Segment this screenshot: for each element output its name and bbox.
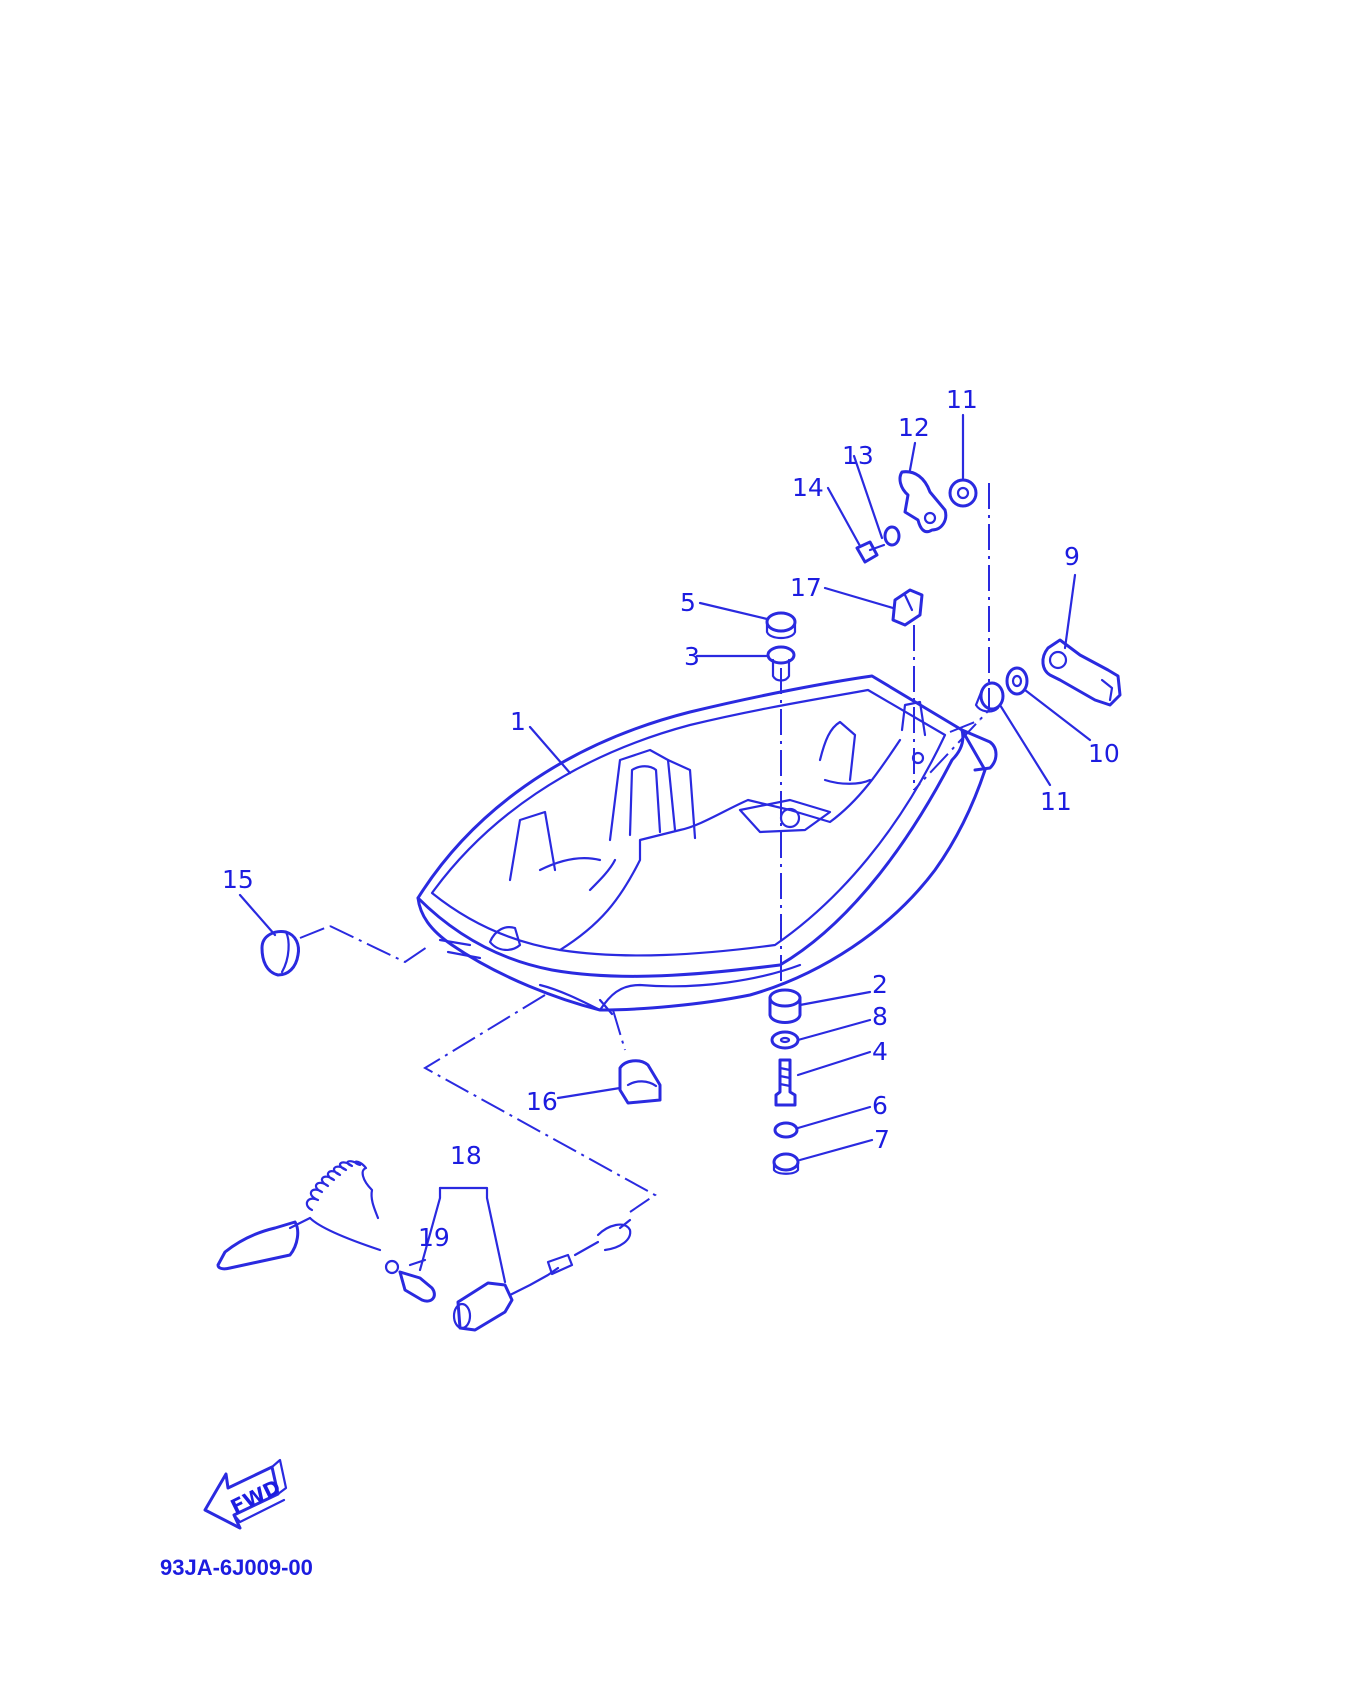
lanyard-cord (216, 1160, 436, 1303)
label-9: 9 (1064, 542, 1080, 571)
label-10: 10 (1088, 739, 1120, 768)
part-7-nut (772, 1152, 800, 1175)
bottom-cowling (416, 674, 998, 1016)
fwd-arrow-icon: FWD (203, 1458, 288, 1530)
label-8: 8 (872, 1002, 888, 1031)
part-3-collar (766, 645, 796, 682)
label-17: 17 (790, 573, 822, 602)
part-9-bracket (1041, 638, 1122, 707)
leader-lines (238, 413, 1092, 1284)
fwd-label: FWD (227, 1475, 285, 1520)
label-1: 1 (510, 707, 526, 736)
part-6-washer (773, 1121, 799, 1139)
part-16-cover (618, 1059, 662, 1105)
label-5: 5 (680, 588, 696, 617)
part-2-mount (768, 988, 802, 1024)
label-2: 2 (872, 970, 888, 999)
label-14: 14 (792, 473, 824, 502)
part-14-bolt (855, 540, 886, 564)
label-3: 3 (684, 642, 700, 671)
part-10-washer (1005, 666, 1029, 696)
part-4-stud (774, 1058, 797, 1107)
part-8-washer (770, 1030, 800, 1050)
part-11-grommet-right (974, 681, 1005, 713)
label-15: 15 (222, 865, 254, 894)
part-11-grommet-top (948, 478, 978, 508)
label-11-top: 11 (946, 385, 978, 414)
part-5-nut (765, 611, 797, 640)
label-12: 12 (898, 413, 930, 442)
label-11-right: 11 (1040, 787, 1072, 816)
part-17-clip (891, 588, 924, 627)
label-18: 18 (450, 1141, 482, 1170)
label-6: 6 (872, 1091, 888, 1120)
label-13: 13 (842, 441, 874, 470)
label-16: 16 (526, 1087, 558, 1116)
stop-switch (452, 1218, 632, 1332)
label-4: 4 (872, 1037, 888, 1066)
callout-labels: 1 2 3 4 5 6 7 8 9 10 11 11 12 13 14 15 1… (222, 385, 1120, 1252)
part-code: 93JA-6J009-00 (160, 1555, 313, 1580)
part-15-cap (260, 930, 300, 977)
label-7: 7 (874, 1125, 890, 1154)
part-13-washer (883, 525, 901, 547)
part-12-bracket (898, 470, 948, 534)
label-19: 19 (418, 1223, 450, 1252)
